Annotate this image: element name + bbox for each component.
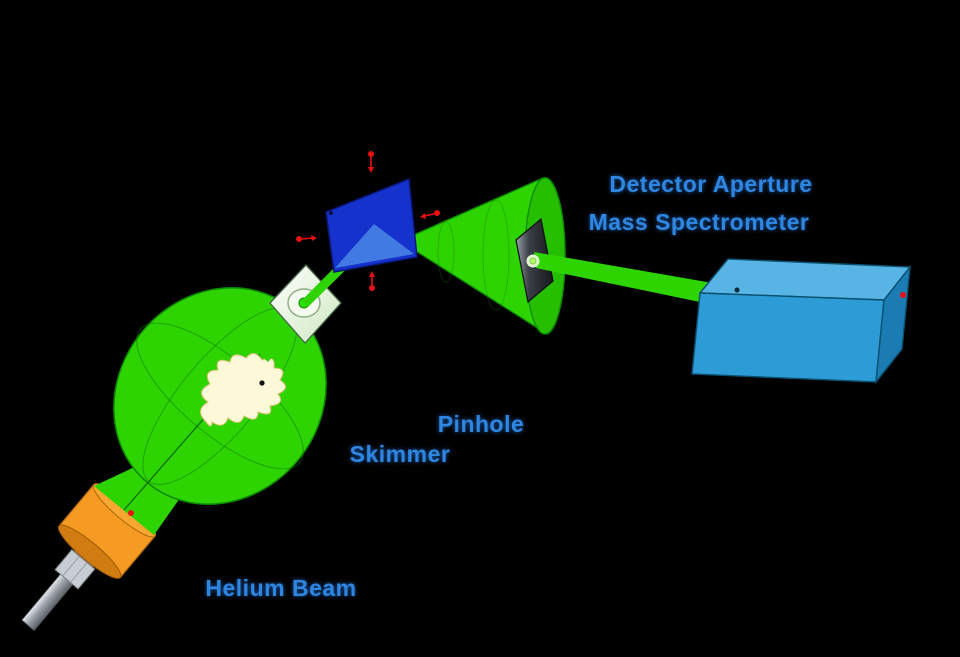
label-pinhole: Pinhole xyxy=(438,411,525,437)
zone-of-silence-dot xyxy=(259,380,265,386)
nozzle-back-cap xyxy=(58,524,122,579)
label-mass-spectrometer: Mass Spectrometer xyxy=(589,209,810,235)
red-marker-above-pinhole xyxy=(368,151,374,173)
pinhole-plate-beam-highlight xyxy=(335,224,414,268)
hex-nut-facet-line xyxy=(70,562,88,583)
zone-of-silence-blob xyxy=(200,353,286,427)
aperture-glow-dot-inner xyxy=(529,257,537,265)
red-marker-left-of-pinhole xyxy=(296,235,317,242)
label-skimmer: Skimmer xyxy=(350,441,451,467)
hex-nut-facet-line xyxy=(62,555,80,577)
label-detector-aperture: Detector Aperture xyxy=(609,171,812,197)
spectrometer-entry-dot xyxy=(734,287,740,293)
cone-inner-ring-small xyxy=(437,221,455,283)
red-marker-right-of-pinhole xyxy=(420,210,440,219)
pinhole-plate-corner-dot xyxy=(329,211,333,215)
spectrometer-front-face xyxy=(691,292,885,383)
beam-aperture-to-spectrometer xyxy=(534,252,724,307)
red-marker-nozzle xyxy=(128,510,134,516)
label-helium-beam: Helium Beam xyxy=(205,575,356,601)
cone-inner-ring-large xyxy=(482,199,510,311)
mass-spectrometer-box xyxy=(691,258,912,385)
red-marker-spectrometer xyxy=(900,292,906,298)
red-marker-below-pinhole xyxy=(369,271,375,291)
pinhole-plate xyxy=(325,177,418,273)
